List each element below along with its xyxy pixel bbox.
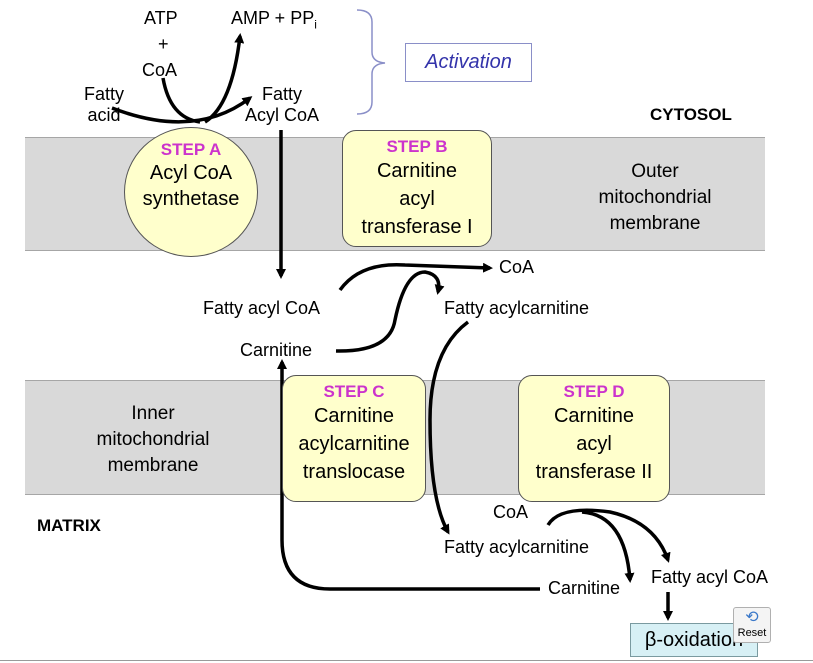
atp-label: ATP <box>144 8 178 28</box>
reset-button[interactable]: ⟲ Reset <box>733 607 771 643</box>
carnitine-to-step-b-arrow <box>335 270 445 353</box>
step-c-line2: acylcarnitine <box>298 433 410 455</box>
matrix-fatty-acylcarnitine-label: Fatty acylcarnitine <box>444 537 590 557</box>
activation-main-arrow <box>111 96 253 124</box>
step-a-enzyme[interactable]: STEP A Acyl CoA synthetase <box>124 127 258 257</box>
step-c-line1: Carnitine <box>313 405 395 427</box>
coa-out-arrow <box>338 262 493 292</box>
step-c-line3: translocase <box>302 461 406 483</box>
translocase-down-arrow <box>428 320 470 535</box>
matrix-label: MATRIX <box>37 516 101 535</box>
bottom-divider <box>0 660 813 661</box>
coa-in-arrow <box>546 508 671 563</box>
amp-ppi-label: AMP + PPi <box>231 8 317 32</box>
coa-out-label: CoA <box>499 257 535 277</box>
step-b-enzyme[interactable]: STEP B Carnitine acyl transferase I <box>342 130 492 247</box>
step-b-label: STEP B <box>386 137 448 156</box>
matrix-carnitine-label: Carnitine <box>548 578 621 598</box>
step-b-line2: acyl <box>399 188 435 210</box>
carnitine-return-arrow <box>277 359 540 591</box>
reset-label: Reset <box>737 627 767 639</box>
coa-reactant-label: CoA <box>142 60 178 80</box>
step-b-line1: Carnitine <box>376 160 458 182</box>
atp-in-arrow <box>161 77 201 124</box>
activation-brace <box>356 9 386 115</box>
fatty-acylcarnitine-label: Fatty acylcarnitine <box>444 298 590 318</box>
matrix-coa-label: CoA <box>493 502 529 522</box>
amp-out-arrow <box>204 33 245 124</box>
step-a-line2: synthetase <box>142 188 240 210</box>
step-a-line1: Acyl CoA <box>149 162 233 184</box>
carnitine-out-arrow <box>581 510 635 583</box>
cytosol-label: CYTOSOL <box>650 105 732 124</box>
matrix-fatty-acyl-coa-label: Fatty acyl CoA <box>651 567 769 587</box>
refresh-icon: ⟲ <box>745 609 759 626</box>
step-c-label: STEP C <box>323 382 385 401</box>
activation-box: Activation <box>405 43 532 82</box>
step-d-enzyme[interactable]: STEP D Carnitine acyl transferase II <box>518 375 670 502</box>
step-a-label: STEP A <box>160 140 222 159</box>
step-d-line2: acyl <box>576 433 612 455</box>
step-c-enzyme[interactable]: STEP C Carnitine acylcarnitine transloca… <box>282 375 426 502</box>
carnitine-label: Carnitine <box>240 340 313 360</box>
step-d-label: STEP D <box>563 382 625 401</box>
step-b-line3: transferase I <box>361 216 473 238</box>
step-d-line1: Carnitine <box>553 405 635 427</box>
plus-label: + <box>158 34 169 54</box>
step-d-line3: transferase II <box>535 461 653 483</box>
fatty-acyl-coa-label: Fatty acyl CoA <box>203 298 321 318</box>
